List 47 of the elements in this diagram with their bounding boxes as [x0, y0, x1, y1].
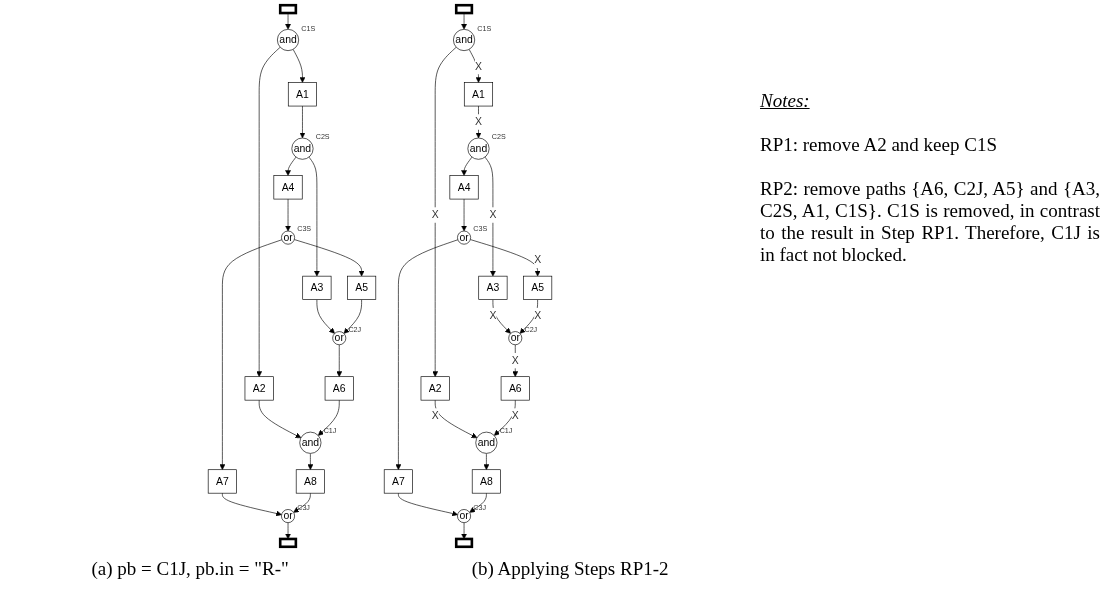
node-box: A1	[463, 82, 493, 107]
edge-label: X	[511, 354, 519, 366]
node-circle: and	[291, 137, 314, 160]
node-circle: or	[457, 509, 471, 523]
node-box: A2	[420, 376, 450, 401]
edge-label: X	[431, 209, 439, 221]
node-circle: or	[281, 230, 295, 245]
node-circle: or	[508, 331, 523, 346]
node-circle: and	[299, 431, 322, 454]
edge-label: X	[475, 116, 482, 128]
node-circle: and	[475, 431, 498, 454]
node-box: A6	[500, 376, 530, 401]
edge-label: X	[489, 309, 497, 321]
edge-label: X	[431, 410, 439, 422]
node-box: A5	[523, 275, 553, 300]
edge-label: X	[475, 60, 482, 72]
node-box: A8	[295, 469, 325, 494]
node-circle: and	[453, 29, 476, 51]
node-box: A5	[347, 275, 377, 300]
node-circle: or	[457, 230, 471, 245]
notes-heading: Notes:	[760, 90, 811, 112]
edge-label: X	[511, 410, 519, 422]
node-box	[278, 3, 298, 15]
node-box	[454, 537, 474, 549]
node-box: A3	[302, 275, 332, 300]
node-box: A7	[383, 469, 413, 494]
edge-label: X	[489, 209, 497, 221]
node-box: A3	[478, 275, 508, 300]
node-box	[278, 537, 298, 549]
edge-label: X	[534, 254, 542, 266]
node-box: A1	[287, 82, 317, 107]
node-box	[454, 3, 474, 15]
node-box: A4	[449, 175, 479, 200]
node-box: A4	[273, 175, 303, 200]
edge-label: X	[534, 309, 542, 321]
figure-caption: (a) pb = C1J, pb.in = "R-"	[91, 558, 289, 580]
figure-caption: (b) Applying Steps RP1-2	[471, 558, 669, 580]
node-circle: and	[467, 137, 490, 160]
node-box: A7	[207, 469, 237, 494]
node-box: A6	[324, 376, 354, 401]
node-box: A2	[244, 376, 274, 401]
node-box: A8	[471, 469, 501, 494]
note-text: RP2: remove paths {A6, C2J, A5} and {A3, C2S, A1, C1S}. C1S is removed, in contrast to the result in Step RP1. Therefore, C1J is in fact not blocked.	[760, 178, 1100, 266]
note-text: RP1: remove A2 and keep C1S	[760, 134, 998, 156]
node-circle: or	[281, 509, 295, 523]
node-circle: and	[277, 29, 299, 51]
node-circle: or	[332, 331, 347, 346]
